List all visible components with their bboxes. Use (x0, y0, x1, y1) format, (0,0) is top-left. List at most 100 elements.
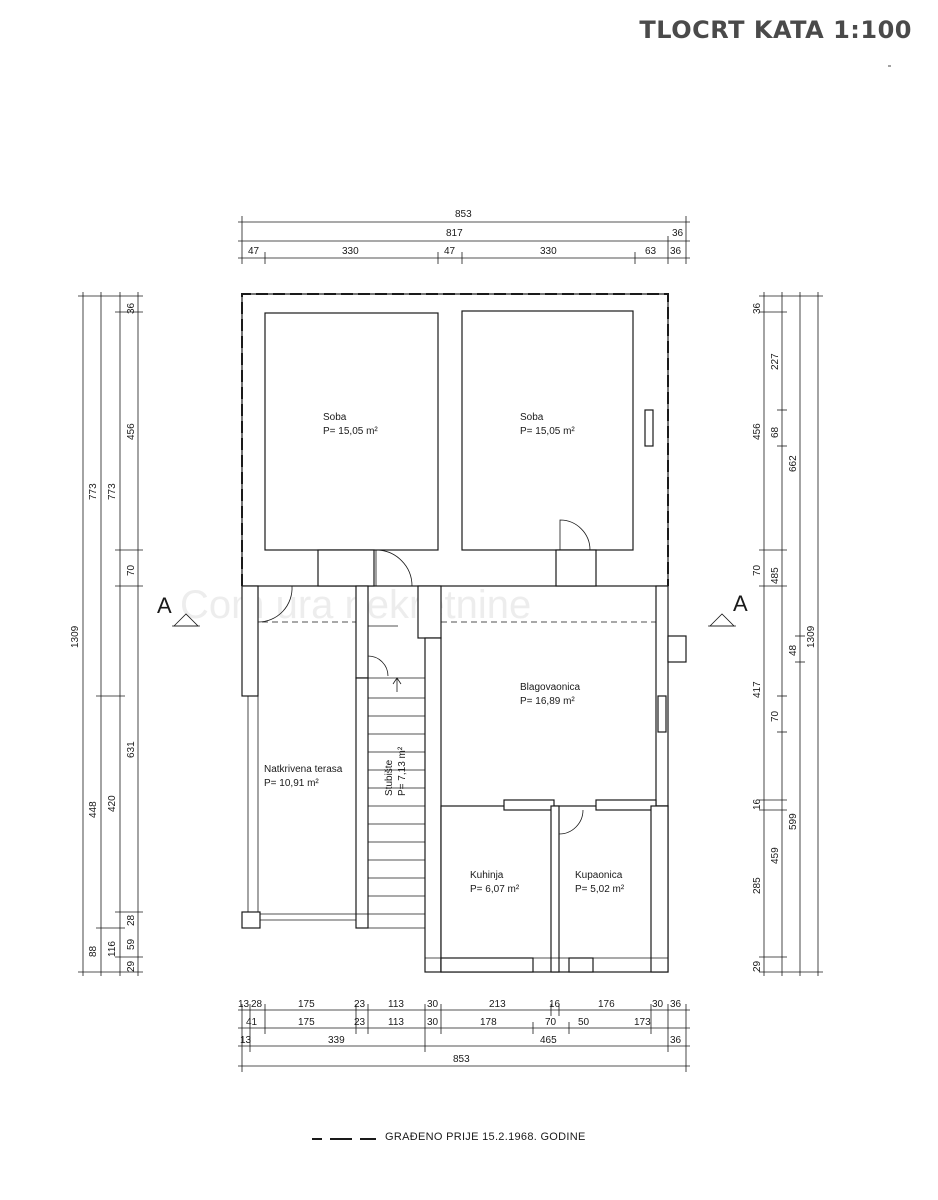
room-outline-soba-left (264, 312, 439, 551)
door-swing (558, 809, 584, 835)
legacy-boundary-line (241, 293, 669, 586)
dim-right-col1: 456 (752, 423, 763, 440)
svg-text:Natkrivena terasa: Natkrivena terasa (264, 764, 343, 775)
dim-bottom-row2: 70 (545, 1017, 557, 1028)
dim-bottom-row1: 23 (354, 999, 366, 1010)
wall-segment (241, 585, 259, 697)
dim-top-row3: 47 (444, 246, 456, 257)
dim-right-col2: 485 (770, 567, 781, 584)
section-marker-left-label: A (157, 593, 172, 618)
dim-bottom-row2: 173 (634, 1017, 651, 1028)
dim-right-col1: 285 (752, 877, 763, 894)
left-dimension-lines: 1309 773 448 88 773 420 116 36 456 70 63… (70, 292, 143, 976)
dim-bottom-row1: 175 (298, 999, 315, 1010)
dim-right-col1: 36 (752, 302, 763, 314)
room-label-kupaonica: Kupaonica P= 5,02 m² (575, 870, 625, 895)
dim-bottom-row3: 36 (670, 1035, 682, 1046)
svg-text:Soba: Soba (323, 412, 347, 423)
section-arrow-icon (709, 613, 735, 627)
dim-right-outer: 1309 (806, 625, 817, 648)
section-marker-right: A (708, 591, 748, 627)
dim-bottom-row2: 113 (388, 1017, 404, 1028)
dim-bottom-row2: 50 (578, 1017, 590, 1028)
dim-bottom-row1: 213 (489, 999, 506, 1010)
dim-left-col4: 456 (126, 423, 137, 440)
dim-top-row3: 36 (670, 246, 682, 257)
door-swing (375, 549, 413, 587)
section-marker-right-label: A (733, 591, 748, 616)
legend-label: GRAĐENO PRIJE 15.2.1968. GODINE (385, 1131, 586, 1143)
room-label-soba-right: Soba P= 15,05 m² (520, 412, 575, 437)
dim-left-col2: 448 (88, 801, 99, 818)
dim-bottom-row1: 176 (598, 999, 615, 1010)
dim-right-col2: 227 (770, 353, 781, 370)
top-dimension-lines: 853 817 36 47 330 47 330 63 36 (238, 209, 690, 264)
dim-left-col4: 36 (126, 302, 137, 314)
wall-segment (417, 585, 442, 639)
dim-top-row3: 330 (342, 246, 359, 257)
svg-text:P= 7,13 m²: P= 7,13 m² (397, 746, 408, 796)
section-marker-left: A (157, 593, 200, 627)
door-swing (559, 519, 591, 551)
wall-segment (503, 799, 555, 811)
svg-text:P= 10,91 m²: P= 10,91 m² (264, 778, 319, 789)
stair-arrow-icon (392, 677, 402, 692)
dim-left-col4: 59 (126, 938, 137, 950)
dim-top-row3: 330 (540, 246, 557, 257)
right-dimension-lines: 36 456 70 417 16 285 29 227 68 485 70 45… (752, 292, 823, 976)
room-outline-soba-right (461, 310, 634, 551)
dim-left-col3: 420 (107, 795, 118, 812)
dim-bottom-row1: 30 (427, 999, 439, 1010)
window (657, 695, 667, 733)
dim-top-row3: 63 (645, 246, 657, 257)
column (241, 911, 261, 929)
room-label-stubiste: Stubište P= 7,13 m² (384, 746, 408, 796)
door-swing (257, 585, 293, 623)
dim-bottom-row1: 30 (652, 999, 664, 1010)
dim-top-row2: 36 (672, 228, 684, 239)
stair-wall (355, 677, 369, 929)
dim-left-col3: 116 (107, 941, 118, 957)
svg-text:Soba: Soba (520, 412, 544, 423)
dim-bottom-row3: 465 (540, 1035, 557, 1046)
dim-bottom-row2: 178 (480, 1017, 497, 1028)
wall-segment (550, 805, 560, 973)
svg-text:P= 16,89 m²: P= 16,89 m² (520, 696, 575, 707)
dim-right-col1: 29 (752, 960, 763, 972)
dim-right-col1: 417 (752, 681, 763, 698)
dim-left-outer: 1309 (70, 625, 81, 648)
svg-text:P= 5,02 m²: P= 5,02 m² (575, 884, 625, 895)
dim-top-total: 853 (455, 209, 472, 220)
dim-bottom-row2: 30 (427, 1017, 439, 1028)
svg-text:P= 15,05 m²: P= 15,05 m² (323, 426, 378, 437)
dim-left-col2: 88 (88, 945, 99, 957)
dim-left-col3: 773 (107, 483, 118, 500)
dim-right-col3: 662 (788, 455, 799, 472)
svg-text:Blagovaonica: Blagovaonica (520, 682, 580, 693)
dim-right-col1: 16 (752, 798, 763, 810)
dim-top-row3: 47 (248, 246, 260, 257)
dim-left-col4: 70 (126, 564, 137, 576)
svg-text:P= 15,05 m²: P= 15,05 m² (520, 426, 575, 437)
wall-segment (595, 799, 657, 811)
bottom-dimension-lines: 13 28 175 23 113 30 213 16 176 30 36 41 … (238, 999, 690, 1072)
dim-bottom-row3: 339 (328, 1035, 345, 1046)
dim-bottom-row1: 28 (251, 999, 263, 1010)
wall-segment (355, 585, 369, 679)
room-label-blagovaonica: Blagovaonica P= 16,89 m² (520, 682, 580, 707)
dim-bottom-total: 853 (453, 1054, 470, 1065)
dim-right-col1: 70 (752, 564, 763, 576)
wall-segment (555, 549, 597, 587)
door-swing (367, 655, 389, 677)
sheet-title: TLOCRT KATA 1:100 (639, 16, 912, 44)
dim-right-col2: 459 (770, 847, 781, 864)
dim-bottom-row2: 175 (298, 1017, 315, 1028)
svg-text:Kuhinja: Kuhinja (470, 870, 504, 881)
room-label-soba-left: Soba P= 15,05 m² (323, 412, 378, 437)
dim-bottom-row3: 13 (240, 1035, 252, 1046)
window (644, 409, 654, 447)
dim-bottom-row1: 113 (388, 999, 404, 1010)
wall-segment (317, 549, 375, 587)
